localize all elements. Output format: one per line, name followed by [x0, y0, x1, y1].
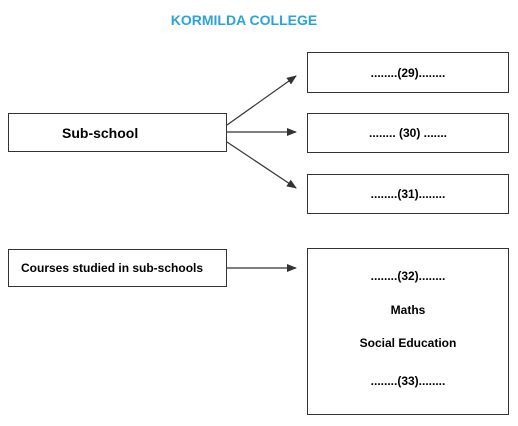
diagram-title: KORMILDA COLLEGE: [170, 12, 318, 28]
answer-box-30: ........ (30) .......: [307, 113, 509, 153]
course-maths: Maths: [390, 303, 426, 317]
answer-33-label: ........(33)........: [370, 374, 446, 388]
answer-29-label: ........(29)........: [370, 65, 446, 80]
courses-label: Courses studied in sub-schools: [21, 261, 204, 275]
sub-school-label: Sub-school: [62, 124, 139, 141]
sub-school-box: Sub-school: [8, 113, 227, 152]
course-social-education: Social Education: [359, 336, 457, 350]
answer-box-29: ........(29)........: [307, 52, 509, 93]
answer-32-label: ........(32)........: [370, 269, 446, 283]
arrow-to-29: [226, 75, 297, 126]
answer-box-31: ........(31)........: [307, 174, 509, 214]
arrow-to-31: [226, 141, 297, 189]
courses-list-box: ........(32)........ Maths Social Educat…: [307, 248, 509, 415]
answer-31-label: ........(31)........: [370, 187, 446, 201]
courses-box: Courses studied in sub-schools: [8, 249, 227, 287]
answer-30-label: ........ (30) .......: [368, 126, 448, 140]
